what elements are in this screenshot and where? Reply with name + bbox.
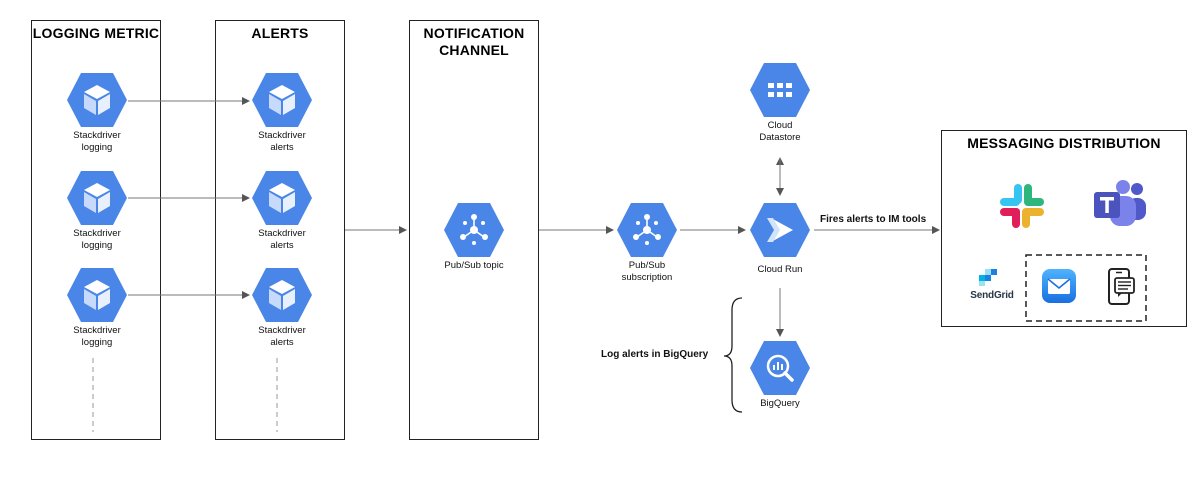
notification-channel-title: NOTIFICATION CHANNEL (423, 25, 525, 58)
alerts-title: ALERTS (251, 25, 309, 41)
cube-icon (67, 73, 127, 127)
stackdriver-logging-node-3[interactable]: Stackdriver logging (37, 267, 157, 349)
stackdriver-logging-node-1[interactable]: Stackdriver logging (37, 72, 157, 154)
mail-icon (1042, 269, 1076, 303)
datastore-icon (750, 63, 810, 117)
stackdriver-logging-label: Stackdriver logging (73, 228, 121, 251)
cube-icon (67, 171, 127, 225)
stackdriver-logging-label: Stackdriver logging (73, 325, 121, 348)
sendgrid-mark-icon (979, 269, 997, 286)
logging-metric-box: LOGGING METRIC (31, 20, 161, 440)
cube-icon (67, 268, 127, 322)
cloud-datastore-node[interactable]: Cloud Datastore (720, 62, 840, 144)
fires-alerts-annotation: Fires alerts to IM tools (820, 214, 927, 225)
alerts-box: ALERTS (215, 20, 345, 440)
stackdriver-alerts-node-2[interactable]: Stackdriver alerts (222, 170, 342, 252)
logging-metric-title: LOGGING METRIC (32, 25, 160, 41)
bigquery-node[interactable]: BigQuery (720, 340, 840, 410)
bigquery-label: BigQuery (760, 398, 800, 409)
stackdriver-alerts-node-3[interactable]: Stackdriver alerts (222, 267, 342, 349)
stackdriver-alerts-node-1[interactable]: Stackdriver alerts (222, 72, 342, 154)
cloud-run-icon (750, 203, 810, 257)
cube-icon (252, 73, 312, 127)
cloud-run-node[interactable]: Cloud Run (720, 202, 840, 276)
cube-icon (252, 171, 312, 225)
stackdriver-alerts-label: Stackdriver alerts (258, 130, 306, 153)
notification-channel-box: NOTIFICATION CHANNEL (409, 20, 539, 440)
pubsub-subscription-label: Pub/Sub subscription (621, 260, 673, 283)
messaging-distribution-title: MESSAGING DISTRIBUTION (967, 135, 1161, 151)
stackdriver-alerts-label: Stackdriver alerts (258, 325, 306, 348)
stackdriver-logging-label: Stackdriver logging (73, 130, 121, 153)
stackdriver-logging-node-2[interactable]: Stackdriver logging (37, 170, 157, 252)
pubsub-topic-label: Pub/Sub topic (444, 260, 504, 271)
phone-sms-icon (1108, 268, 1135, 305)
pubsub-icon (617, 203, 677, 257)
slack-logo (1000, 184, 1044, 228)
pubsub-icon (444, 203, 504, 257)
sendgrid-label: SendGrid (970, 290, 1014, 301)
cloud-run-label: Cloud Run (757, 264, 803, 275)
stackdriver-alerts-label: Stackdriver alerts (258, 228, 306, 251)
cube-icon (252, 268, 312, 322)
pubsub-topic-node[interactable]: Pub/Sub topic (414, 202, 534, 272)
cloud-datastore-label: Cloud Datastore (759, 120, 801, 143)
sendgrid-logo: SendGrid (967, 268, 1017, 301)
pubsub-subscription-node[interactable]: Pub/Sub subscription (587, 202, 707, 284)
log-alerts-annotation: Log alerts in BigQuery (601, 349, 709, 360)
teams-logo (1094, 180, 1146, 226)
bigquery-icon (750, 341, 810, 395)
messaging-distribution-box: MESSAGING DISTRIBUTION (941, 130, 1187, 327)
